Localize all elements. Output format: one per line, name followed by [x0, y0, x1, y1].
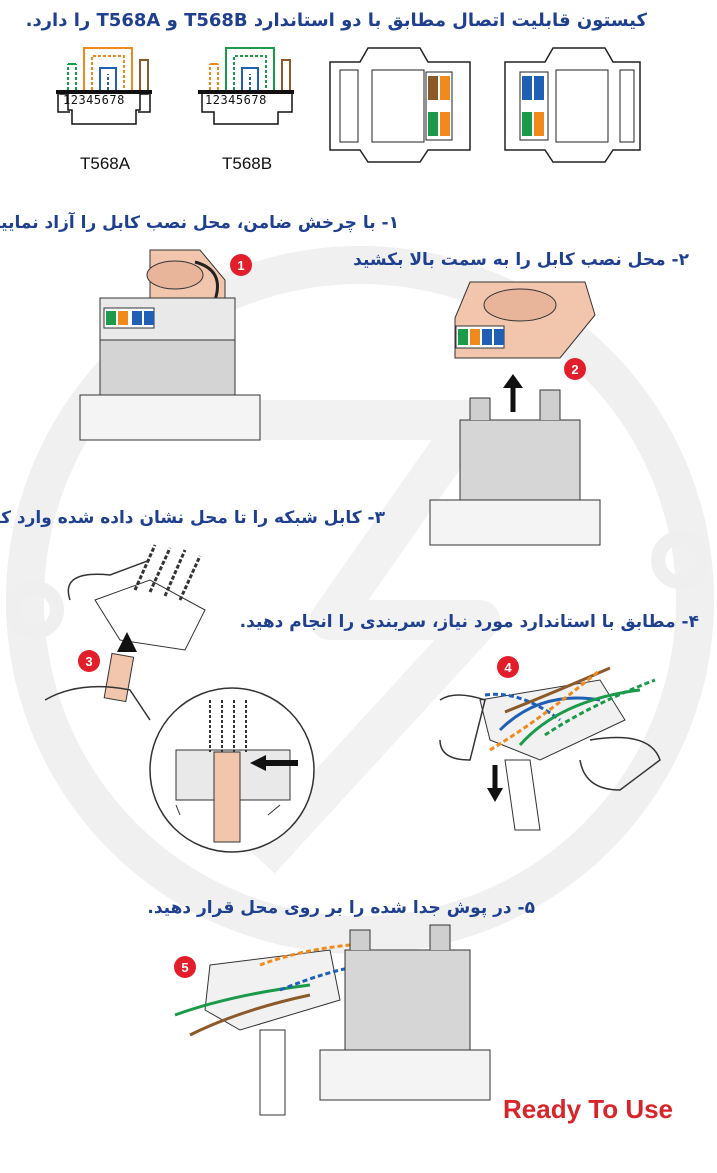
- step-1-text: ۱- با چرخش ضامن، محل نصب کابل را آزاد نم…: [0, 213, 399, 233]
- t568a-pin-numbers: 12345678: [63, 93, 125, 107]
- t568a-label: T568A: [80, 154, 131, 173]
- t568b-label: T568B: [222, 154, 273, 173]
- ready-to-use-label: Ready To Use: [503, 1094, 674, 1124]
- step-5-badge: 5: [174, 956, 196, 978]
- step-3-text: ۳- کابل شبکه را تا محل نشان داده شده وار…: [0, 508, 385, 528]
- t568b-pin-numbers: 12345678: [205, 93, 267, 107]
- step-1-badge: 1: [230, 254, 252, 276]
- step-4-text: ۴- مطابق با استاندارد مورد نیاز، سربندی …: [239, 612, 699, 632]
- step-2-badge: 2: [564, 358, 586, 380]
- step-3-badge: 3: [78, 650, 100, 672]
- keystone-left-view: [329, 47, 471, 163]
- keystone-right-view: [504, 47, 641, 163]
- page-title: کیستون قابلیت اتصال مطابق با دو استاندار…: [25, 10, 647, 31]
- step-2-text: ۲- محل نصب کابل را به سمت بالا بکشید: [353, 250, 689, 270]
- step-5-text: ۵- در پوش جدا شده را بر روی محل قرار دهی…: [147, 898, 535, 918]
- step-4-badge: 4: [497, 656, 519, 678]
